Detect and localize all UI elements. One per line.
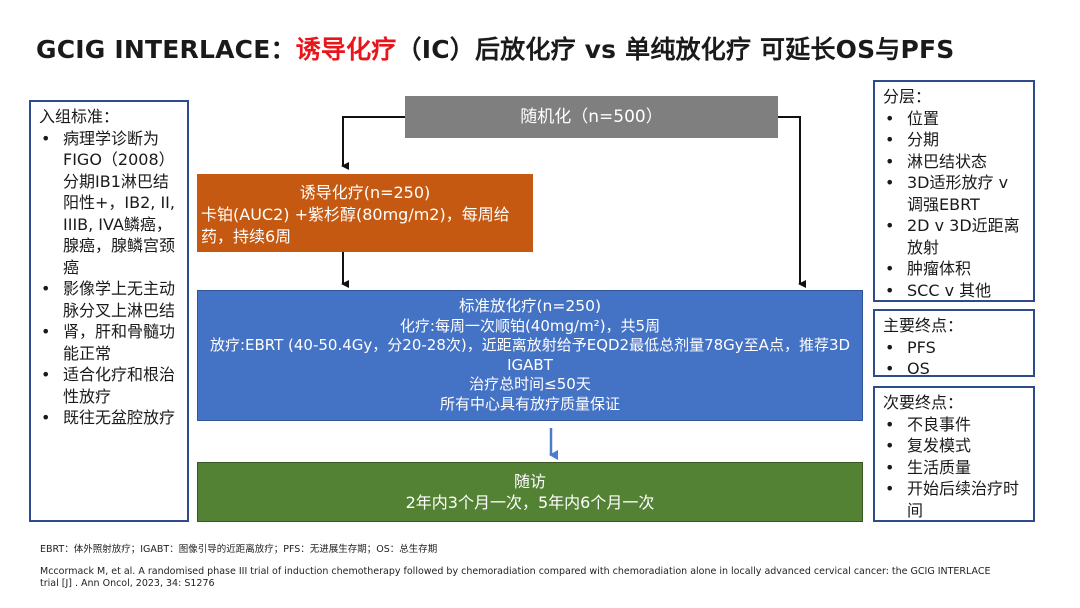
abbreviations-footnote: EBRT：体外照射放疗；IGABT：图像引导的近距离放疗；PFS：无进展生存期；… xyxy=(40,544,438,555)
chemoradiation-title: 标准放化疗(n=250) xyxy=(459,297,601,315)
inclusion-heading: 入组标准： xyxy=(39,107,120,126)
stratification-item: 淋巴结状态 xyxy=(883,151,1025,173)
inclusion-item: 适合化疗和根治性放疗 xyxy=(39,364,179,407)
primary-endpoints-panel: 主要终点： PFS OS xyxy=(873,309,1035,380)
followup-box: 随访 2年内3个月一次，5年内6个月一次 xyxy=(197,462,863,522)
arrow-to-chemoradiation-direct xyxy=(778,116,806,288)
followup-detail: 2年内3个月一次，5年内6个月一次 xyxy=(405,493,655,512)
primary-endpoint-item: PFS xyxy=(883,337,1025,359)
induction-chemotherapy-box: 诱导化疗(n=250) 卡铂(AUC2) +紫杉醇(80mg/m2)，每周给药，… xyxy=(197,174,533,252)
secondary-endpoint-item: 生活质量 xyxy=(883,457,1025,479)
stratification-item: 位置 xyxy=(883,108,1025,130)
stratification-heading: 分层： xyxy=(883,87,932,106)
inclusion-item: 影像学上无主动脉分叉上淋巴结 xyxy=(39,278,179,321)
induction-title: 诱导化疗(n=250) xyxy=(299,183,431,202)
stratification-panel: 分层： 位置 分期 淋巴结状态 3D适形放疗 v 调强EBRT 2D v 3D近… xyxy=(873,80,1035,302)
chemoradiation-qa: 所有中心具有放疗质量保证 xyxy=(439,394,620,413)
stratification-item: SCC v 其他 xyxy=(883,280,1025,302)
secondary-endpoint-item: 开始后续治疗时间 xyxy=(883,478,1025,521)
title-highlight: 诱导化疗 xyxy=(295,35,397,64)
stratification-item: 3D适形放疗 v 调强EBRT xyxy=(883,172,1025,215)
secondary-endpoints-panel: 次要终点： 不良事件 复发模式 生活质量 开始后续治疗时间 xyxy=(873,386,1035,522)
title-prefix: GCIG INTERLACE： xyxy=(36,35,296,64)
reference-footnote: Mccormack M, et al. A randomised phase I… xyxy=(40,566,991,589)
induction-detail: 卡铂(AUC2) +紫杉醇(80mg/m2)，每周给药，持续6周 xyxy=(201,205,510,246)
secondary-endpoint-item: 不良事件 xyxy=(883,414,1025,436)
primary-endpoints-heading: 主要终点： xyxy=(883,316,964,335)
chemoradiation-total-time: 治疗总时间≤50天 xyxy=(469,375,591,393)
secondary-endpoints-heading: 次要终点： xyxy=(883,393,964,412)
chemoradiation-chemo: 化疗:每周一次顺铂(40mg/m²)，共5周 xyxy=(399,316,661,335)
inclusion-item: 病理学诊断为FIGO（2008）分期IB1淋巴结阳性+，IB2, II, III… xyxy=(39,128,179,279)
inclusion-list: 病理学诊断为FIGO（2008）分期IB1淋巴结阳性+，IB2, II, III… xyxy=(39,128,179,429)
title-suffix: （IC）后放化疗 vs 单纯放化疗 可延长OS与PFS xyxy=(396,35,955,64)
chemoradiation-box: 标准放化疗(n=250) 化疗:每周一次顺铂(40mg/m²)，共5周 放疗:E… xyxy=(197,290,863,421)
secondary-endpoints-list: 不良事件 复发模式 生活质量 开始后续治疗时间 xyxy=(883,414,1025,522)
inclusion-criteria-panel: 入组标准： 病理学诊断为FIGO（2008）分期IB1淋巴结阳性+，IB2, I… xyxy=(29,100,189,522)
stratification-item: 肿瘤体积 xyxy=(883,258,1025,280)
inclusion-item: 既往无盆腔放疗 xyxy=(39,407,179,429)
slide-title: GCIG INTERLACE：诱导化疗（IC）后放化疗 vs 单纯放化疗 可延长… xyxy=(36,30,955,66)
stratification-item: 分期 xyxy=(883,129,1025,151)
chemoradiation-radio: 放疗:EBRT (40-50.4Gy，分20-28次)，近距离放射给予EQD2最… xyxy=(209,336,851,374)
secondary-endpoint-item: 复发模式 xyxy=(883,435,1025,457)
followup-title: 随访 xyxy=(513,472,546,491)
primary-endpoint-item: OS xyxy=(883,358,1025,380)
stratification-list: 位置 分期 淋巴结状态 3D适形放疗 v 调强EBRT 2D v 3D近距离放射… xyxy=(883,108,1025,302)
primary-endpoints-list: PFS OS xyxy=(883,337,1025,380)
arrow-to-induction xyxy=(341,116,405,170)
inclusion-item: 肾，肝和骨髓功能正常 xyxy=(39,321,179,364)
randomization-box: 随机化（n=500） xyxy=(405,96,778,138)
stratification-item: 2D v 3D近距离放射 xyxy=(883,215,1025,258)
